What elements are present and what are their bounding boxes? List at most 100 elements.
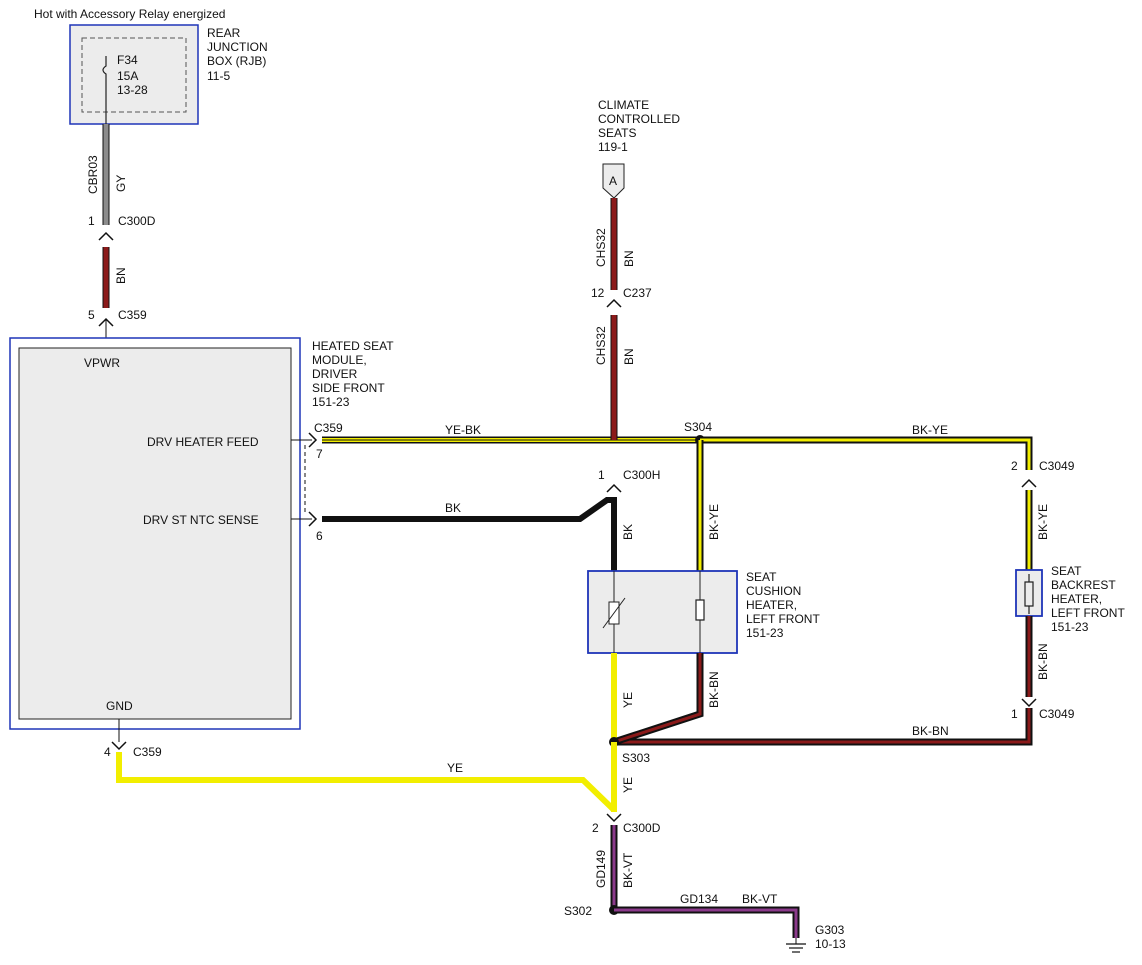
rjb-title-1: REAR	[207, 26, 241, 40]
cushion-title-2: CUSHION	[746, 584, 801, 598]
cbr03-color: GY	[114, 175, 128, 192]
cbr03-circuit: CBR03	[86, 155, 100, 194]
ntc-down-color: BK	[621, 524, 635, 540]
gnd-ye-color: YE	[447, 761, 463, 775]
s304-label: S304	[684, 420, 712, 434]
connector-c359-feed-icon	[308, 432, 318, 448]
pin-drv-heater-feed: DRV HEATER FEED	[147, 435, 259, 449]
seat-backrest-heater	[1015, 569, 1043, 617]
s303-label: S303	[622, 751, 650, 765]
cushion-out-ye-color: YE	[621, 692, 635, 708]
bn-rjb-color: BN	[114, 267, 128, 284]
connector-c3049-top-icon	[1021, 478, 1037, 488]
rjb-title-4: 11-5	[207, 69, 230, 83]
cushion-out-bkbn-color: BK-BN	[707, 671, 721, 708]
c3049-bot-name: C3049	[1039, 707, 1075, 721]
fuse-rating: 15A	[117, 69, 138, 83]
gd149-circuit: GD149	[594, 850, 608, 888]
wire-ye-gnd	[116, 752, 617, 813]
backrest-title-5: 151-23	[1051, 620, 1089, 634]
c359-feed-pin: 7	[316, 447, 323, 461]
climate-title-2: CONTROLLED	[598, 112, 680, 126]
module-title-3: DRIVER	[312, 367, 358, 381]
resistor-icon	[695, 599, 705, 621]
c300d-top-pin: 1	[88, 214, 95, 228]
wire-bk-ntc	[322, 497, 614, 522]
wire-bk-bn-cushion-out	[613, 653, 702, 744]
c300d-bot-name: C300D	[623, 821, 661, 835]
c359-gnd-pin: 4	[104, 745, 111, 759]
connector-c300h-icon	[606, 483, 622, 493]
chs32-lower-color: BN	[622, 348, 636, 365]
resistor-icon	[1024, 574, 1034, 614]
pin-drv-st-ntc-sense: DRV ST NTC SENSE	[143, 513, 259, 527]
gd134-color: BK-VT	[742, 892, 778, 906]
backrest-title-1: SEAT	[1051, 564, 1082, 578]
climate-title-4: 119-1	[598, 140, 628, 154]
c359-ntc-pin: 6	[316, 529, 323, 543]
s303-down-color: YE	[621, 777, 635, 793]
heated-seat-module: VPWR DRV HEATER FEED DRV ST NTC SENSE GN…	[9, 337, 301, 730]
rear-junction-box: F34 15A 13-28	[69, 24, 199, 125]
chs32-lower-circuit: CHS32	[594, 326, 608, 365]
backrest-title-4: LEFT FRONT	[1051, 606, 1125, 620]
climate-connector-icon	[602, 163, 625, 199]
ground-ref: 10-13	[815, 937, 846, 951]
connector-c3049-bot-icon	[1021, 698, 1037, 708]
connector-c300d-top-icon	[98, 231, 114, 241]
ground-id: G303	[815, 923, 845, 937]
power-note: Hot with Accessory Relay energized	[34, 7, 225, 21]
climate-title-1: CLIMATE	[598, 98, 649, 112]
connector-c237-icon	[606, 298, 622, 308]
module-title-1: HEATED SEAT	[312, 339, 394, 353]
wire-gd134	[614, 908, 798, 938]
backrest-feed-color: BK-YE	[912, 423, 948, 437]
backrest-bkye-color: BK-YE	[1036, 504, 1050, 540]
wire-bk-ye-backrest	[700, 438, 1031, 470]
c359-top-name: C359	[118, 308, 147, 322]
backrest-title-2: BACKREST	[1051, 578, 1116, 592]
c300h-name: C300H	[623, 468, 660, 482]
pin-vpwr: VPWR	[84, 356, 120, 370]
c359-top-pin: 5	[88, 308, 95, 322]
connector-c359-top-icon	[98, 317, 114, 327]
gd134-circuit: GD134	[680, 892, 718, 906]
module-title-2: MODULE,	[312, 353, 367, 367]
climate-ref: A	[609, 174, 617, 188]
connector-c359-gnd-icon	[111, 741, 127, 751]
return-color: BK-BN	[912, 724, 949, 738]
cushion-title-1: SEAT	[746, 570, 777, 584]
gd149-color: BK-VT	[621, 852, 635, 888]
c3049-top-pin: 2	[1011, 459, 1018, 473]
connector-c359-ntc-icon	[308, 511, 318, 527]
backrest-title-3: HEATER,	[1051, 592, 1102, 606]
chs32-upper-circuit: CHS32	[594, 228, 608, 267]
cushion-title-4: LEFT FRONT	[746, 612, 820, 626]
cushion-title-5: 151-23	[746, 626, 784, 640]
wire-bk-bn-return	[614, 708, 1031, 744]
fuse-id: F34	[117, 53, 138, 67]
c3049-top-name: C3049	[1039, 459, 1075, 473]
c359-gnd-name: C359	[133, 745, 162, 759]
c3049-bot-pin: 1	[1011, 707, 1018, 721]
rjb-title-2: JUNCTION	[207, 40, 268, 54]
s302-label: S302	[564, 904, 592, 918]
c300h-pin: 1	[598, 468, 605, 482]
cushion-feed-color: BK-YE	[707, 504, 721, 540]
seat-cushion-heater	[587, 570, 738, 654]
feed-color: YE-BK	[445, 423, 481, 437]
c237-name: C237	[623, 286, 652, 300]
cushion-title-3: HEATER,	[746, 598, 797, 612]
fuse-ref: 13-28	[117, 83, 148, 97]
fuse-icon	[102, 56, 107, 124]
c359-feed-name: C359	[314, 421, 343, 435]
chs32-upper-color: BN	[622, 250, 636, 267]
ground-icon	[786, 938, 806, 953]
climate-title-3: SEATS	[598, 126, 636, 140]
c237-pin: 12	[591, 286, 605, 300]
module-title-4: SIDE FRONT	[312, 381, 385, 395]
c300d-top-name: C300D	[118, 214, 156, 228]
module-title-5: 151-23	[312, 395, 350, 409]
rjb-title-3: BOX (RJB)	[207, 54, 266, 68]
